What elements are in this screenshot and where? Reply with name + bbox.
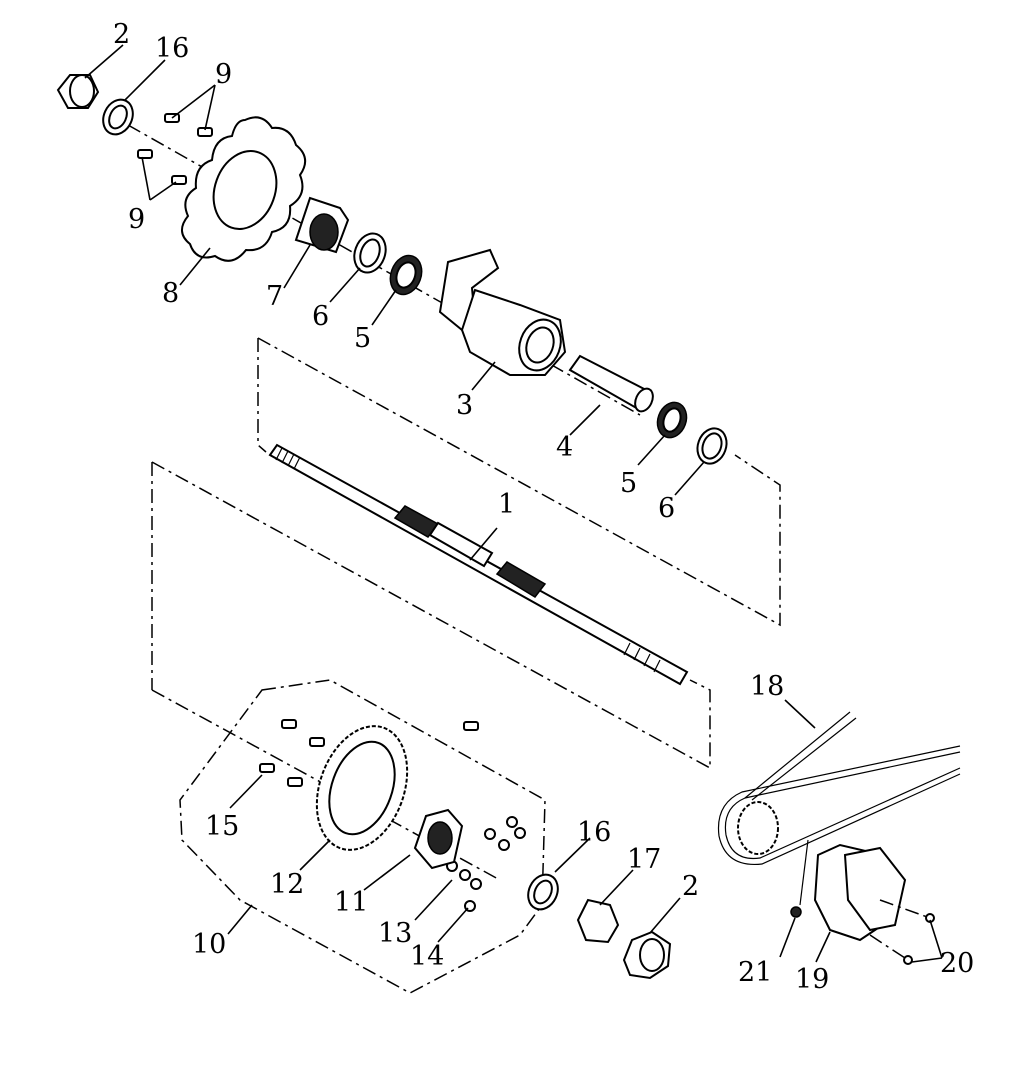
callout-6-lower: 6: [658, 493, 675, 524]
callout-2-top: 2: [113, 19, 130, 50]
spacer-ring-lower: [696, 427, 728, 465]
callout-9-left: 9: [128, 204, 145, 235]
sprocket-bolts: [259, 719, 479, 787]
brake-hub: [294, 196, 350, 254]
bearing-housing: [438, 248, 567, 376]
washer-bottom: [527, 873, 559, 911]
callout-5-lower: 5: [620, 468, 637, 499]
lock-nut: [576, 898, 620, 944]
spacer-tube: [568, 354, 654, 413]
spacer-ring-upper: [353, 232, 387, 274]
callout-18: 18: [750, 671, 784, 702]
callout-6-upper: 6: [312, 301, 329, 332]
callout-7: 7: [266, 281, 283, 312]
callout-12: 12: [270, 869, 304, 900]
callout-14: 14: [410, 941, 444, 972]
callout-13: 13: [378, 918, 412, 949]
callout-9-top: 9: [215, 59, 232, 90]
callout-15: 15: [205, 811, 239, 842]
axle-shaft: [268, 443, 689, 686]
guard-fastener: [790, 906, 802, 918]
axle-nut-top: [56, 74, 100, 109]
leader-lines: [84, 44, 943, 963]
callout-16-bottom: 16: [577, 817, 611, 848]
callout-11: 11: [334, 887, 368, 918]
callout-8: 8: [162, 278, 179, 309]
brake-disc: [181, 116, 307, 262]
callout-labels: 2 16 9 9 8 7 6 5 3 4 5 6 1 18 15 12 11 1…: [113, 19, 974, 995]
callout-3: 3: [456, 390, 473, 421]
callout-21: 21: [738, 957, 772, 988]
callout-19: 19: [795, 964, 829, 995]
callout-20: 20: [940, 948, 974, 979]
callout-4: 4: [556, 432, 573, 463]
oil-seal-lower: [656, 401, 688, 439]
washer-top: [102, 98, 134, 136]
callout-10: 10: [192, 929, 226, 960]
chain-guard: [799, 839, 907, 942]
callout-1: 1: [498, 489, 515, 520]
axle-nut-bottom: [622, 930, 672, 980]
oil-seal-upper: [389, 254, 423, 296]
callout-2-bottom: 2: [682, 871, 699, 902]
callout-17: 17: [627, 844, 661, 875]
callout-5-upper: 5: [354, 323, 371, 354]
callout-16-top: 16: [155, 33, 189, 64]
drive-chain: [717, 711, 961, 866]
sprocket-hub: [413, 808, 464, 870]
drive-sprocket: [315, 725, 409, 851]
